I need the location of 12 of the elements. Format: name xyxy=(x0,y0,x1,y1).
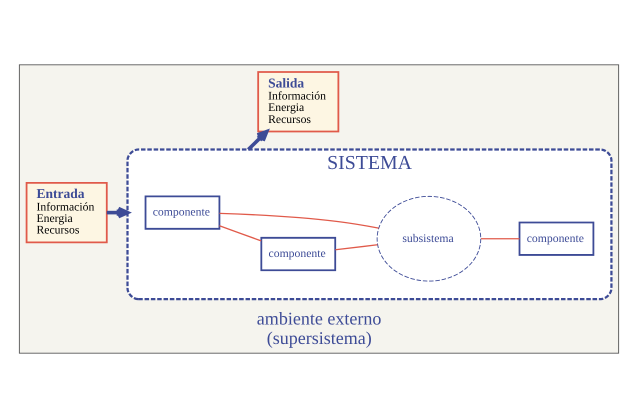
node-box: componente xyxy=(518,221,594,256)
node-box: componente xyxy=(260,236,336,271)
connector xyxy=(480,238,520,239)
connector xyxy=(219,212,379,228)
node-box: Entrada Información Energia Recursos xyxy=(26,181,108,243)
node-box: Salida Información Energia Recursos xyxy=(257,70,340,132)
connector xyxy=(335,244,378,250)
arrow xyxy=(106,206,130,218)
node-box: componente xyxy=(144,194,220,230)
arrow xyxy=(247,129,269,150)
node-ellipse: subsistema xyxy=(376,195,482,282)
connector xyxy=(219,224,262,242)
